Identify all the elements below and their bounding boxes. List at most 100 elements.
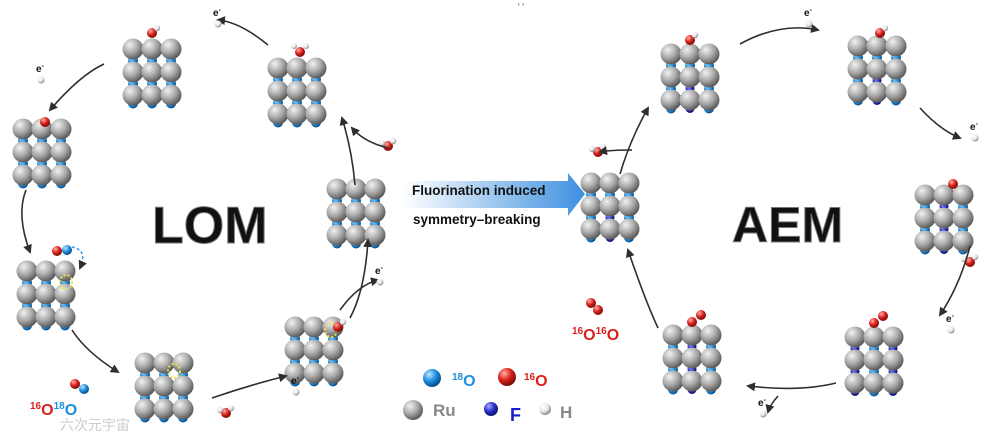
oxygen-symbol: O: [41, 402, 53, 419]
h-atom: [691, 31, 699, 39]
lom-arrow: [349, 238, 373, 319]
h-atom: [588, 145, 596, 153]
ru-atom: [662, 347, 684, 369]
aem-state-3: [914, 184, 974, 255]
ru-atom: [698, 66, 720, 88]
lom-arrow: [211, 373, 288, 399]
o16-atom: [948, 179, 958, 189]
ru-atom: [12, 118, 34, 140]
ru-atom: [305, 57, 327, 79]
ru-atom: [50, 118, 72, 140]
electron-sup: -: [764, 397, 767, 404]
ru-atom: [345, 201, 367, 223]
ru-atom: [933, 184, 955, 206]
h-atom: [339, 318, 347, 326]
ru-atom: [35, 260, 57, 282]
h-atom: [37, 76, 45, 84]
ru-atom: [866, 81, 888, 103]
ru-atom: [286, 80, 308, 102]
lom-arrow: [48, 63, 105, 112]
h-atom: [759, 410, 767, 418]
ru-atom: [847, 35, 869, 57]
ru-atom: [599, 195, 621, 217]
electron-sup: -: [219, 7, 222, 14]
h-atom: [216, 406, 224, 414]
o16-atom: [40, 117, 50, 127]
ru-atom: [866, 58, 888, 80]
legend-o16-symbol: O: [535, 373, 547, 390]
aem-title: AEM: [732, 197, 843, 253]
ru-atom: [844, 326, 866, 348]
ru-atom: [284, 316, 306, 338]
ru-atom: [679, 66, 701, 88]
ru-atom: [952, 207, 974, 229]
electron-label: e-: [946, 313, 955, 325]
ru-atom: [952, 230, 974, 252]
ru-atom: [286, 103, 308, 125]
legend-o16: 16O: [524, 372, 548, 390]
ru-atom: [679, 89, 701, 111]
aem-state-2: [847, 35, 907, 106]
ru-atom: [914, 230, 936, 252]
o16-atom: [147, 28, 157, 38]
ru-atom: [700, 324, 722, 346]
ru-atom: [286, 57, 308, 79]
ru-atom: [141, 61, 163, 83]
lom-state-2: [267, 57, 327, 128]
h-atom: [389, 137, 397, 145]
ru-atom: [681, 347, 703, 369]
lom-state-6: [284, 316, 344, 387]
ru-atom: [122, 61, 144, 83]
o16-atom: [593, 305, 603, 315]
ru-atom: [305, 80, 327, 102]
ru-atom: [141, 38, 163, 60]
h-atom: [227, 404, 235, 412]
symmetry-breaking-arrow: [404, 173, 585, 216]
electron-label: e-: [970, 121, 979, 133]
h-atom: [378, 139, 386, 147]
electron-sup: -: [42, 63, 45, 70]
o16-atom: [221, 408, 231, 418]
o16-atom: [696, 310, 706, 320]
ru-atom: [50, 164, 72, 186]
h-atom: [291, 43, 297, 49]
text-layer: e-e-e-e-e-e-e-e-Fluorination inducedsymm…: [30, 2, 979, 434]
ru-atom: [134, 398, 156, 420]
lom-state-3: [12, 118, 72, 189]
h-atom: [376, 278, 384, 286]
lom-arrow: [350, 126, 389, 149]
ru-atom: [35, 283, 57, 305]
lom-product-label: 16O18O: [30, 401, 77, 419]
ru-atom: [914, 207, 936, 229]
h-atom: [292, 388, 300, 396]
lom-arrow: [339, 116, 356, 186]
ru-atom: [618, 172, 640, 194]
o16-atom: [875, 28, 885, 38]
h-atom: [971, 134, 979, 142]
ru-atom: [16, 306, 38, 328]
migration-arrow: [71, 246, 87, 270]
aem-arrow: [598, 146, 633, 156]
legend-o18: 18O: [452, 372, 476, 390]
lom-state-5: [134, 352, 194, 423]
ru-atom: [303, 339, 325, 361]
h-atom: [805, 20, 813, 28]
ru-atom: [160, 84, 182, 106]
o16-atom: [965, 257, 975, 267]
ru-atom: [700, 370, 722, 392]
electron-label: e-: [213, 7, 222, 19]
aem-arrow: [919, 107, 962, 140]
ru-atom: [122, 38, 144, 60]
aem-state-1: [660, 43, 720, 114]
aem-arrow: [625, 248, 659, 329]
lattice-layer: [12, 35, 974, 423]
lom-arrow: [71, 329, 120, 374]
ru-atom: [284, 339, 306, 361]
ru-atom: [698, 89, 720, 111]
ru-atom: [580, 218, 602, 240]
ru-atom: [267, 80, 289, 102]
oxygen-symbol: O: [607, 327, 619, 344]
o18-atom: [423, 369, 441, 387]
ru-atom: [12, 141, 34, 163]
